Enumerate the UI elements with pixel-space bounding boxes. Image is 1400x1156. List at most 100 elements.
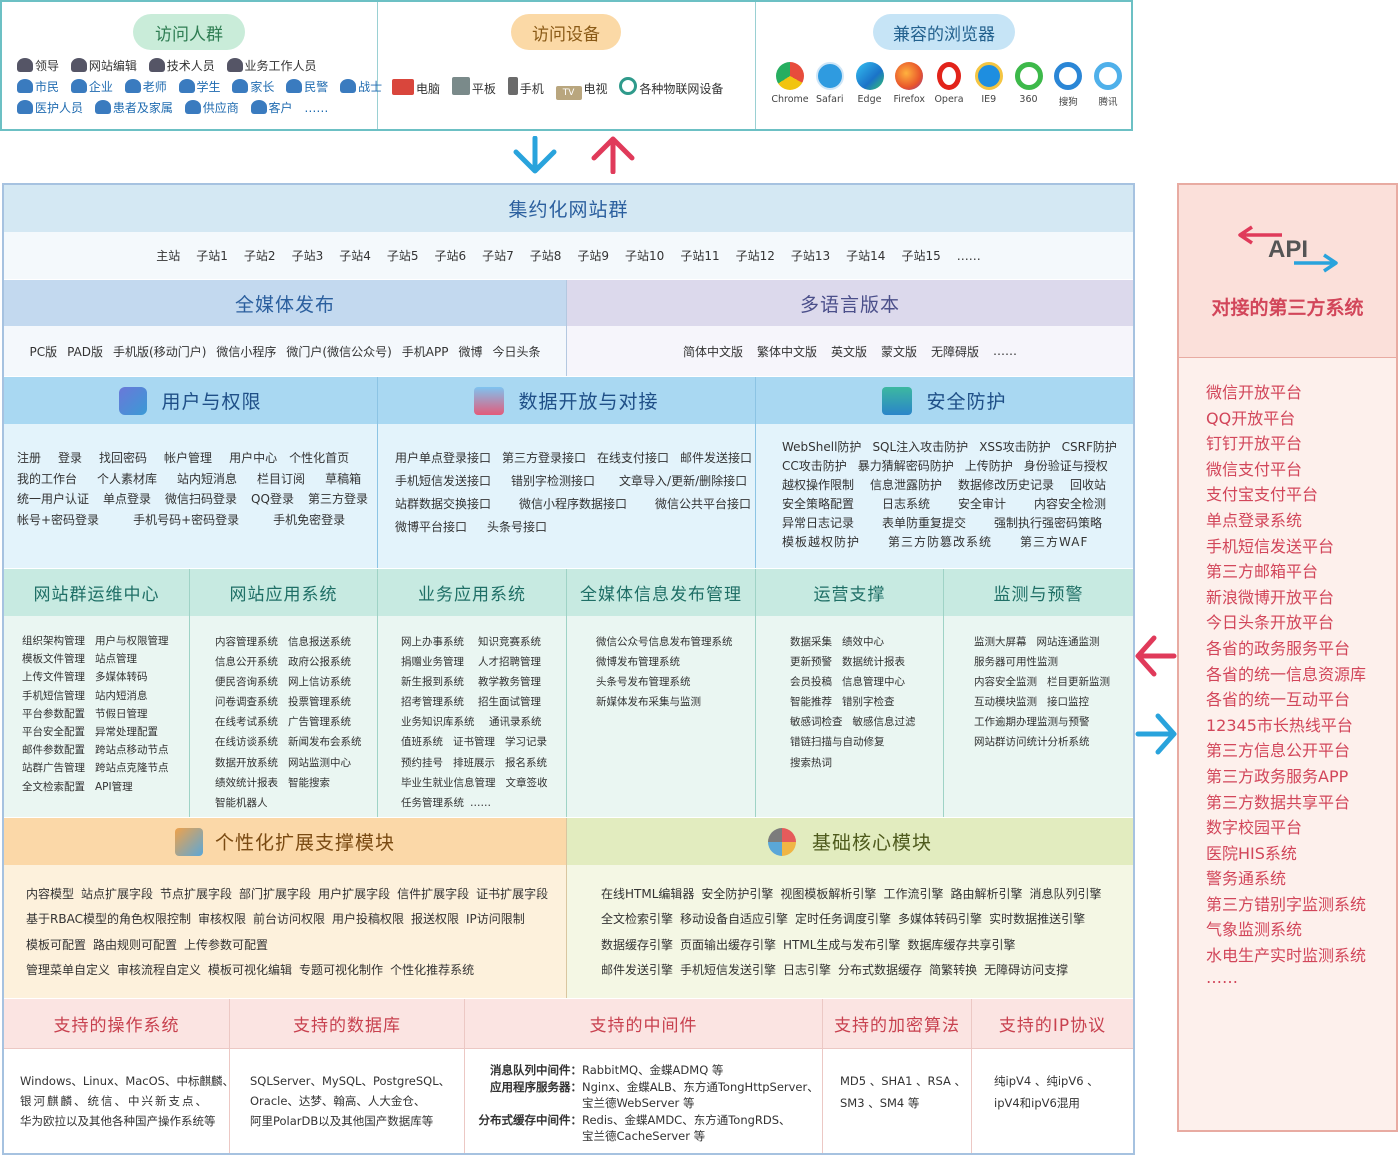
browser-sogou: 搜狗 [1049, 62, 1087, 112]
users-row-1: 注册登录找回密码帐户管理用户中心个性化首页 [17, 451, 350, 465]
security-row-2: CC攻击防护暴力猜解密码防护上传防护身份验证与授权 [782, 459, 1108, 473]
tablet-icon [451, 77, 470, 95]
browser-ie9: IE9 [970, 62, 1008, 112]
top-panel [0, 0, 1133, 131]
data-open-row-4: 微博平台接口头条号接口 [395, 520, 548, 534]
visitor-row-1: 领导 网站编辑 技术人员 业务工作人员 [17, 57, 325, 74]
right-arrow-icon [1135, 713, 1177, 755]
person-icon [286, 79, 303, 93]
middleware-title: 支持的中间件 [589, 1016, 698, 1036]
ops-center-title: 网站群运维中心 [33, 585, 160, 605]
safari-icon [815, 62, 844, 90]
db-title: 支持的数据库 [293, 1016, 401, 1036]
tencent-icon [1094, 62, 1122, 90]
media-mgmt-title: 全媒体信息发布管理 [580, 585, 742, 605]
person-icon [226, 58, 243, 72]
person-icon [124, 79, 141, 93]
biz-app-list: 网上办事系统知识竞赛系统 捐赠业务管理人才招聘管理 新生报到系统教学教务管理 招… [401, 636, 548, 809]
data-open-row-1: 用户单点登录接口第三方登录接口在线支付接口邮件发送接口 [395, 451, 753, 465]
extension-row-4: 管理菜单自定义审核流程自定义模板可视化编辑专题可视化制作个性化推荐系统 [26, 963, 475, 977]
person-icon [70, 58, 87, 72]
data-open-header: 数据开放与对接 [378, 377, 755, 424]
language-title: 多语言版本 [567, 280, 1133, 326]
core-icon [767, 827, 796, 856]
row3-header-bg [4, 377, 1133, 424]
api-icon: API [1238, 225, 1338, 273]
extension-body [4, 865, 566, 998]
list-item: 单点登录系统 [1206, 510, 1303, 530]
security-row-6: 模板越权防护第三方防篡改系统第三方WAF [782, 535, 1089, 549]
list-item: 微信支付平台 [1206, 459, 1303, 479]
visitors-title: 访问人群 [133, 14, 245, 50]
users-row-2: 我的工作台个人素材库站内短消息栏目订阅草稿箱 [17, 472, 362, 486]
data-open-row-3: 站群数据交换接口微信小程序数据接口微信公共平台接口 [395, 497, 752, 511]
visitor-row-3: 医护人员 患者及家属 供应商 客户 …… [17, 99, 336, 116]
list-item: 各省的统一互动平台 [1206, 690, 1351, 710]
browser-firefox: Firefox [890, 62, 928, 112]
person-icon [17, 58, 33, 72]
encryption-title: 支持的加密算法 [834, 1016, 960, 1036]
list-item: 第三方邮箱平台 [1206, 562, 1319, 582]
person-icon [17, 100, 33, 114]
db-list: SQLServer、MySQL、PostgreSQL、Oracle、达梦、翰高、… [250, 1074, 451, 1128]
list-item: 各省的统一信息资源库 [1206, 664, 1367, 684]
phone-icon [507, 77, 518, 95]
third-party-title: 对接的第三方系统 [1211, 297, 1364, 319]
person-icon [250, 100, 267, 114]
left-arrow-icon [1135, 635, 1177, 677]
media-mgmt-list: 微信公众号信息发布管理系统 微博发布管理系统 头条号发布管理系统 新媒体发布采集… [596, 636, 733, 709]
support-header-bg [4, 999, 1133, 1048]
encryption-list: MD5 、SHA1 、RSA 、SM3 、SM4 等 [840, 1074, 967, 1110]
site-group-title: 集约化网站群 [4, 185, 1133, 232]
list-item: 新浪微博开放平台 [1206, 587, 1335, 607]
list-item: 今日头条开放平台 [1206, 613, 1335, 633]
person-icon [340, 79, 357, 93]
person-icon [148, 58, 165, 72]
systems-header-bg [4, 569, 1133, 616]
iot-icon [619, 77, 638, 95]
360-icon [1014, 62, 1043, 90]
person-icon [232, 79, 249, 93]
visitor-row-2: 市民 企业 老师 学生 家长 民警 战士 [17, 78, 390, 95]
users-header: 用户与权限 [4, 377, 377, 424]
ie-icon [974, 62, 1003, 90]
edge-icon [855, 62, 884, 90]
tv-icon: TV [555, 86, 582, 100]
browser-opera: Opera [930, 62, 968, 112]
third-party-list: 微信开放平台 QQ开放平台 钉钉开放平台 微信支付平台 支付宝支付平台 单点登录… [1206, 380, 1366, 987]
person-icon [17, 79, 33, 93]
browsers-title: 兼容的浏览器 [873, 14, 1015, 50]
security-row-4: 安全策略配置日志系统安全审计内容安全检测 [782, 497, 1107, 511]
ops-center-list: 组织架构管理用户与权限管理 模板文件管理站点管理 上传文件管理多媒体转码 手机短… [22, 635, 169, 793]
core-row-2: 全文检索引擎移动设备自适应引擎定时任务调度引擎多媒体转码引擎实时数据推送引擎 [601, 912, 1086, 926]
opera-icon [937, 62, 961, 90]
security-row-3: 越权操作限制信息泄露防护数据修改历史记录回收站 [782, 478, 1107, 492]
list-item: 12345市长热线平台 [1206, 715, 1353, 735]
monitor-warning-list: 监测大屏幕网站连通监测 服务器可用性监测 内容安全监测栏目更新监测 互动模块监测… [974, 636, 1110, 749]
computer-icon [392, 79, 414, 95]
up-arrow-icon [591, 136, 635, 174]
biz-app-title: 业务应用系统 [418, 585, 526, 605]
security-header: 安全防护 [756, 377, 1133, 424]
list-item: 第三方数据共享平台 [1206, 792, 1351, 812]
core-body [567, 865, 1133, 998]
list-item: 第三方信息公开平台 [1206, 741, 1351, 761]
monitor-warning-title: 监测与预警 [993, 585, 1084, 605]
firefox-icon [895, 62, 924, 90]
data-open-row-2: 手机短信发送接口错别字检测接口文章导入/更新/删除接口 [395, 474, 748, 488]
web-app-title: 网站应用系统 [229, 585, 338, 605]
support-body-bg [4, 1048, 1133, 1153]
media-title: 全媒体发布 [4, 280, 566, 326]
person-icon [94, 100, 111, 114]
os-title: 支持的操作系统 [53, 1016, 180, 1036]
down-arrow-icon [513, 136, 557, 174]
web-app-list: 内容管理系统信息报送系统 信息公开系统政府公报系统 便民咨询系统网上信访系统 问… [215, 636, 362, 809]
third-party-header [1179, 185, 1396, 358]
ip-protocol-title: 支持的IP协议 [998, 1016, 1107, 1036]
list-item: 第三方错别字监测系统 [1206, 894, 1367, 914]
